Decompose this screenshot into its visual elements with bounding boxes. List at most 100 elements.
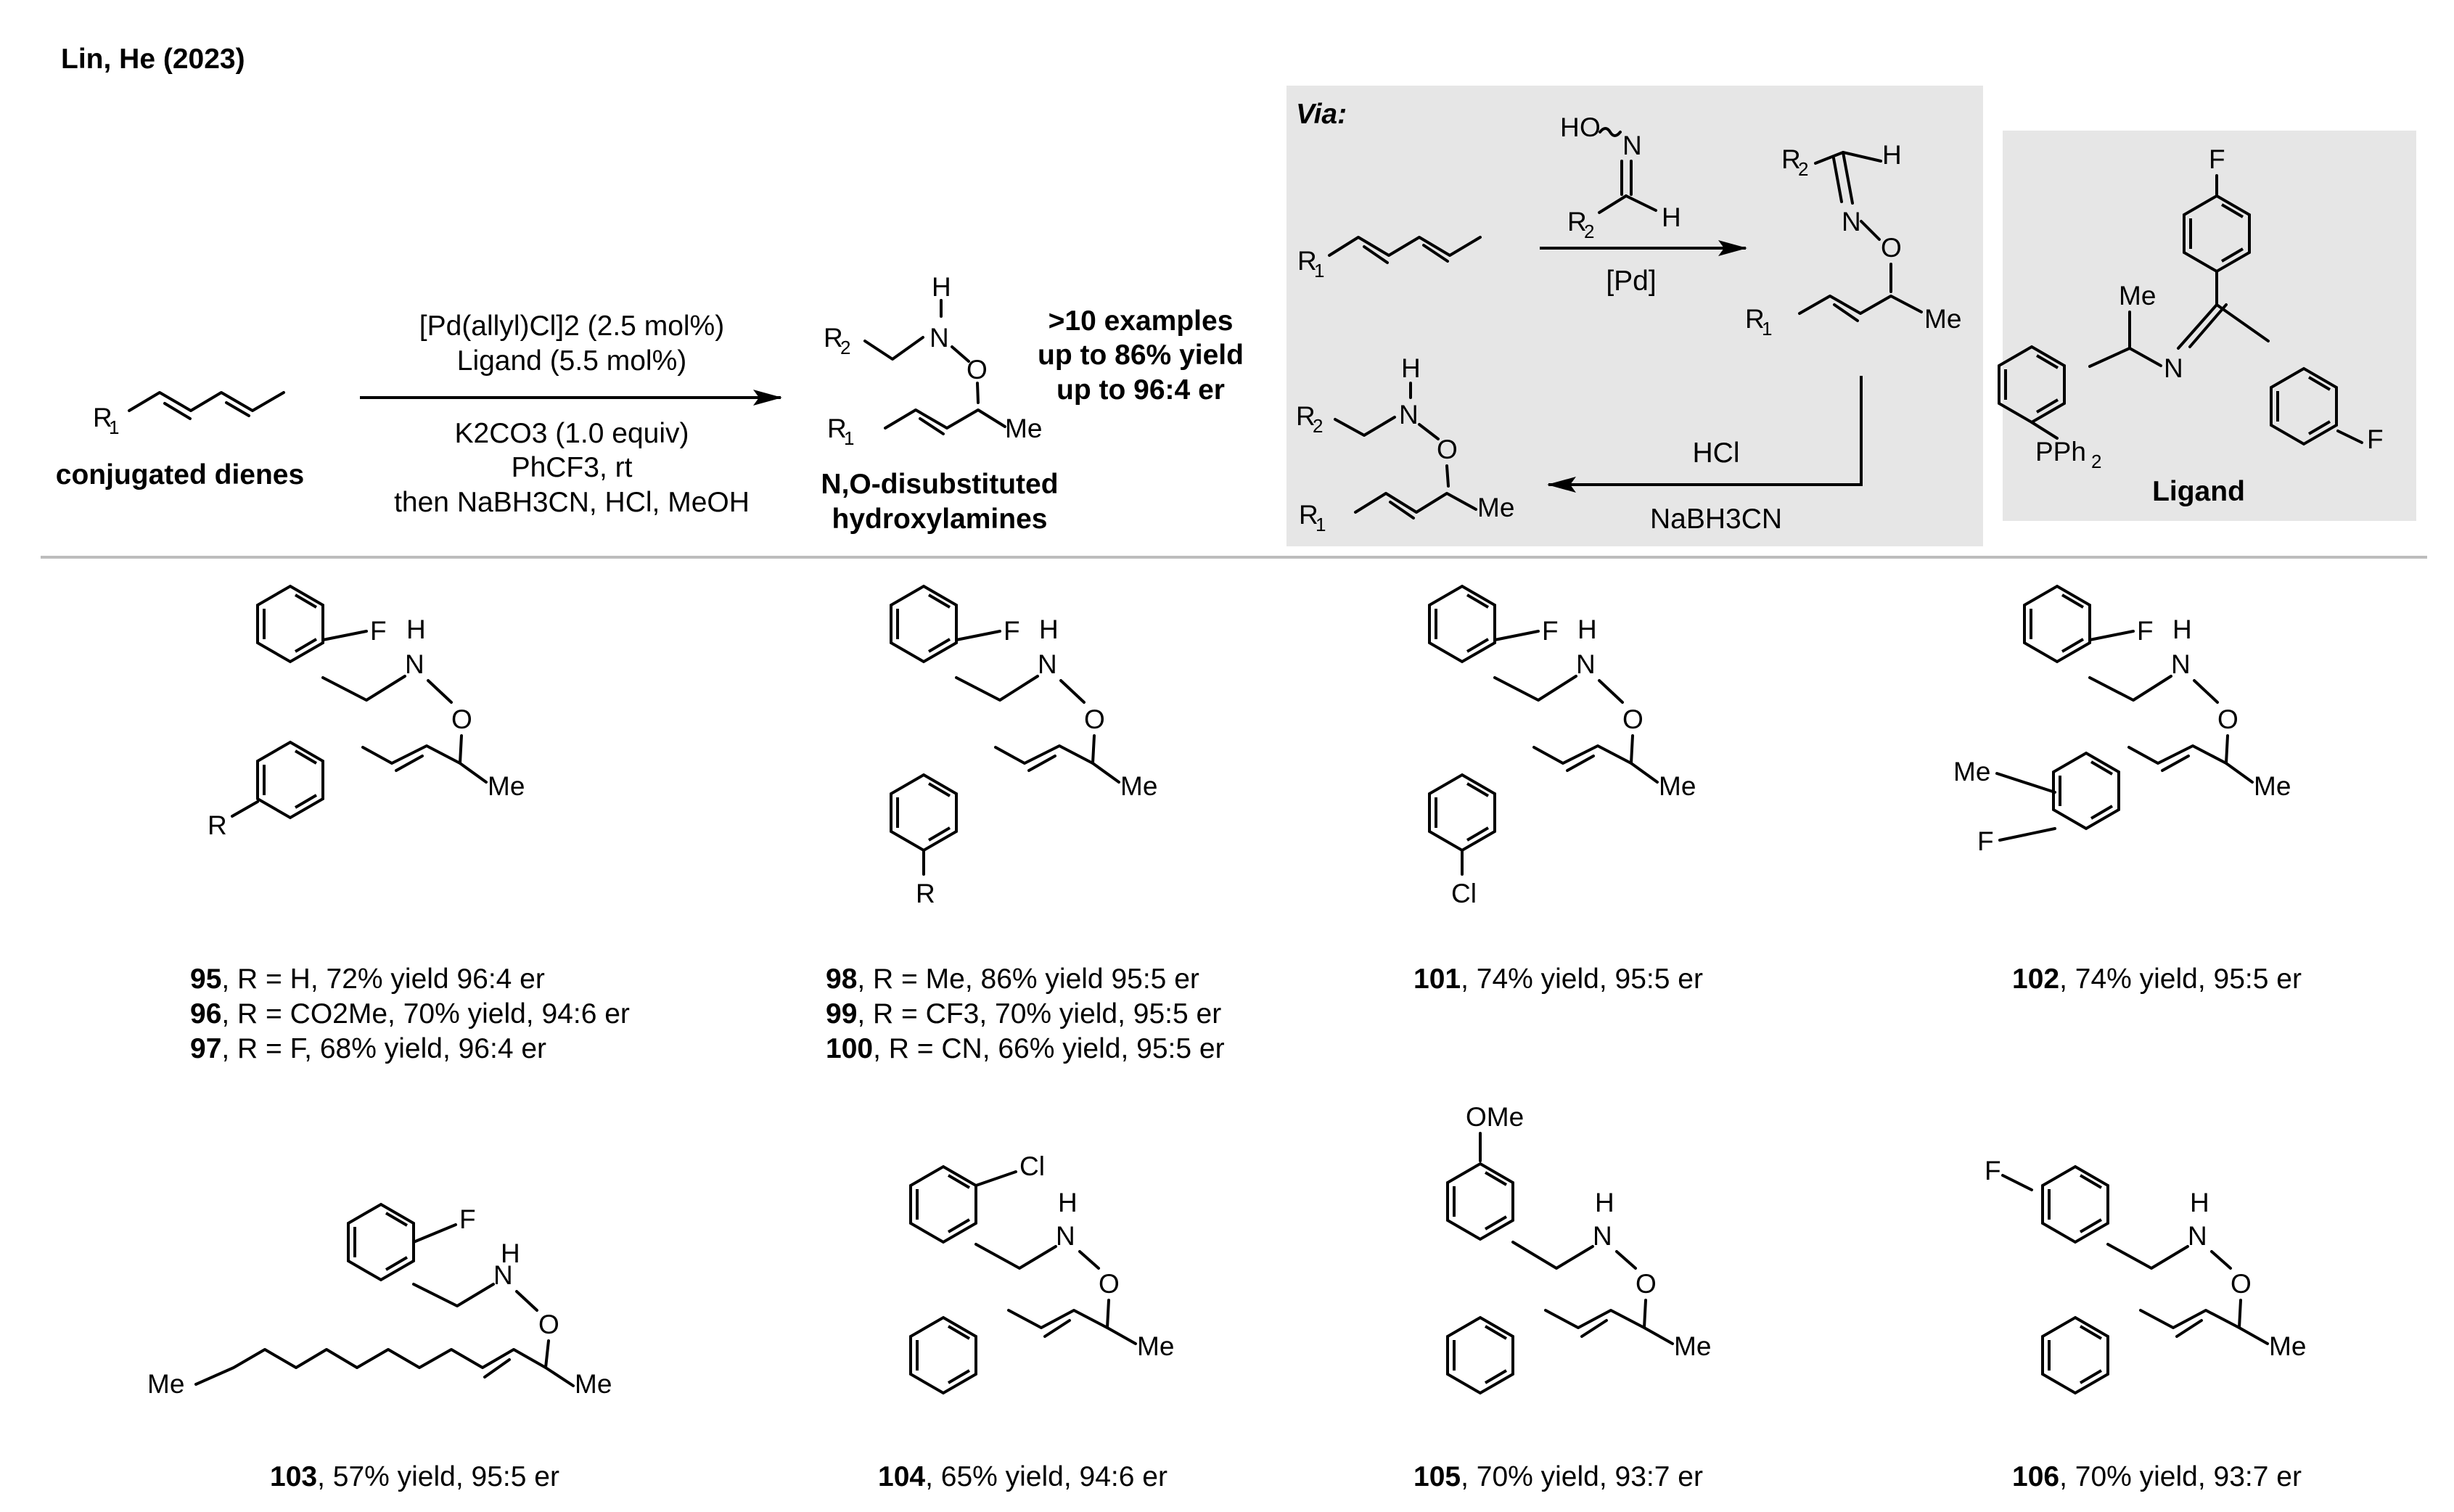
condition-solvent: PhCF3, rt — [512, 452, 633, 483]
atom-me: Me — [575, 1369, 612, 1399]
atom-n: N — [405, 649, 424, 679]
subscript: 1 — [1762, 318, 1772, 340]
atom-h: H — [1401, 353, 1421, 383]
compound-95-97: F N H O Me R — [208, 585, 525, 840]
subscript: 1 — [844, 427, 854, 449]
atom-h: H — [1577, 615, 1597, 644]
subscript: 2 — [1798, 158, 1808, 180]
atom-o: O — [2231, 1269, 2252, 1299]
compound-number: 103 — [270, 1461, 317, 1492]
compound-result: , 57% yield, 95:5 er — [317, 1461, 559, 1492]
atom-o: O — [538, 1310, 559, 1339]
subscript: 2 — [2091, 451, 2101, 472]
caption-96: 96, R = CO2Me, 70% yield, 94:6 er — [190, 998, 630, 1030]
atom-n: N — [1842, 207, 1861, 237]
compound-105: OMe N H O Me — [1446, 1102, 1711, 1394]
subscript: 2 — [840, 337, 850, 358]
atom-r2: R — [1781, 144, 1801, 174]
atom-o: O — [1084, 704, 1105, 734]
atom-h: H — [501, 1238, 520, 1268]
atom-me: Me — [1674, 1331, 1711, 1361]
atom-me: Me — [1659, 771, 1696, 801]
atom-o: O — [967, 355, 988, 385]
subscript: 1 — [1314, 260, 1324, 282]
atom-f: F — [2367, 424, 2384, 454]
atom-o: O — [451, 704, 472, 734]
atom-n: N — [1622, 131, 1642, 160]
atom-me: Me — [1137, 1331, 1174, 1361]
compound-number: 102 — [2012, 964, 2059, 995]
atom-n: N — [1399, 400, 1419, 430]
atom-me: Me — [1953, 757, 1990, 786]
caption-95: 95, R = H, 72% yield 96:4 er — [190, 964, 545, 995]
compound-result: , R = CF3, 70% yield, 95:5 er — [857, 998, 1221, 1030]
compound-101: F N H O Me Cl — [1428, 585, 1696, 908]
subscript: 2 — [1584, 221, 1594, 242]
product-hydroxylamine: H N O R 2 R 1 Me — [824, 272, 1042, 449]
ligand-structure: F N Me PPh 2 F — [1998, 144, 2384, 472]
atom-n: N — [1038, 649, 1057, 679]
atom-h: H — [406, 615, 426, 644]
via-product: H N R 2 O R 1 Me — [1296, 353, 1514, 535]
caption-101: 101, 74% yield, 95:5 er — [1413, 964, 1703, 995]
atom-f: F — [1985, 1156, 2001, 1186]
stat-yield: up to 86% yield — [1038, 340, 1244, 371]
subscript: 1 — [109, 416, 119, 438]
via-step2-reductant: NaBH3CN — [1650, 504, 1782, 535]
compound-result: , 65% yield, 94:6 er — [925, 1461, 1168, 1492]
condition-base: K2CO3 (1.0 equiv) — [455, 418, 689, 449]
atom-f: F — [370, 616, 387, 646]
atom-n: N — [2164, 353, 2183, 383]
atom-n: N — [930, 323, 949, 353]
atom-h: H — [2190, 1188, 2209, 1217]
atom-o: O — [1099, 1269, 1120, 1299]
atom-r1: R — [1297, 246, 1317, 276]
via-title: Via: — [1296, 99, 1347, 130]
atom-o: O — [1622, 704, 1643, 734]
compound-result: , 70% yield, 93:7 er — [2059, 1461, 2302, 1492]
compound-number: 104 — [878, 1461, 925, 1492]
atom-r2: R — [824, 323, 843, 353]
atom-r1: R — [1745, 304, 1765, 334]
atom-o: O — [1437, 435, 1458, 464]
substrate-diene: R 1 — [93, 391, 285, 438]
atom-cl: Cl — [1019, 1151, 1045, 1181]
compound-number: 95 — [190, 964, 221, 995]
compound-result: , R = Me, 86% yield 95:5 er — [857, 964, 1199, 995]
atom-o: O — [1636, 1269, 1657, 1299]
atom-cl: Cl — [1451, 879, 1477, 908]
subscript: 1 — [1316, 514, 1326, 535]
atom-f: F — [1542, 616, 1559, 646]
compound-result: , 74% yield, 95:5 er — [2059, 964, 2302, 995]
atom-n: N — [1576, 649, 1596, 679]
via-oxime-ether: R 2 H N O R 1 Me — [1745, 140, 1961, 340]
atom-o: O — [2217, 704, 2238, 734]
atom-h: H — [1560, 112, 1580, 142]
atom-n: N — [493, 1260, 513, 1290]
atom-r1: R — [827, 414, 847, 443]
via-oxime: H O N R 2 H — [1560, 112, 1681, 242]
compound-result: , 74% yield, 95:5 er — [1461, 964, 1703, 995]
condition-reduction: then NaBH3CN, HCl, MeOH — [394, 487, 750, 518]
atom-h: H — [1039, 615, 1059, 644]
atom-h: H — [2172, 615, 2192, 644]
atom-me: Me — [1924, 304, 1961, 334]
condition-ligand: Ligand (5.5 mol%) — [457, 345, 687, 377]
atom-r1: R — [1299, 500, 1318, 530]
compound-number: 105 — [1413, 1461, 1461, 1492]
atom-r: R — [208, 810, 227, 840]
atom-me: Me — [1120, 771, 1157, 801]
atom-me: Me — [2119, 281, 2156, 311]
atom-o: O — [1580, 112, 1601, 142]
atom-h: H — [1595, 1188, 1614, 1217]
compound-106: F N H O Me — [1985, 1156, 2306, 1394]
atom-r2: R — [1567, 207, 1587, 237]
atom-n: N — [2188, 1221, 2207, 1251]
stat-er: up to 96:4 er — [1056, 374, 1225, 406]
atom-h: H — [1058, 1188, 1078, 1217]
atom-o: O — [1881, 233, 1902, 263]
compound-number: 106 — [2012, 1461, 2059, 1492]
via-box — [1286, 86, 1983, 546]
caption-97: 97, R = F, 68% yield, 96:4 er — [190, 1033, 546, 1064]
